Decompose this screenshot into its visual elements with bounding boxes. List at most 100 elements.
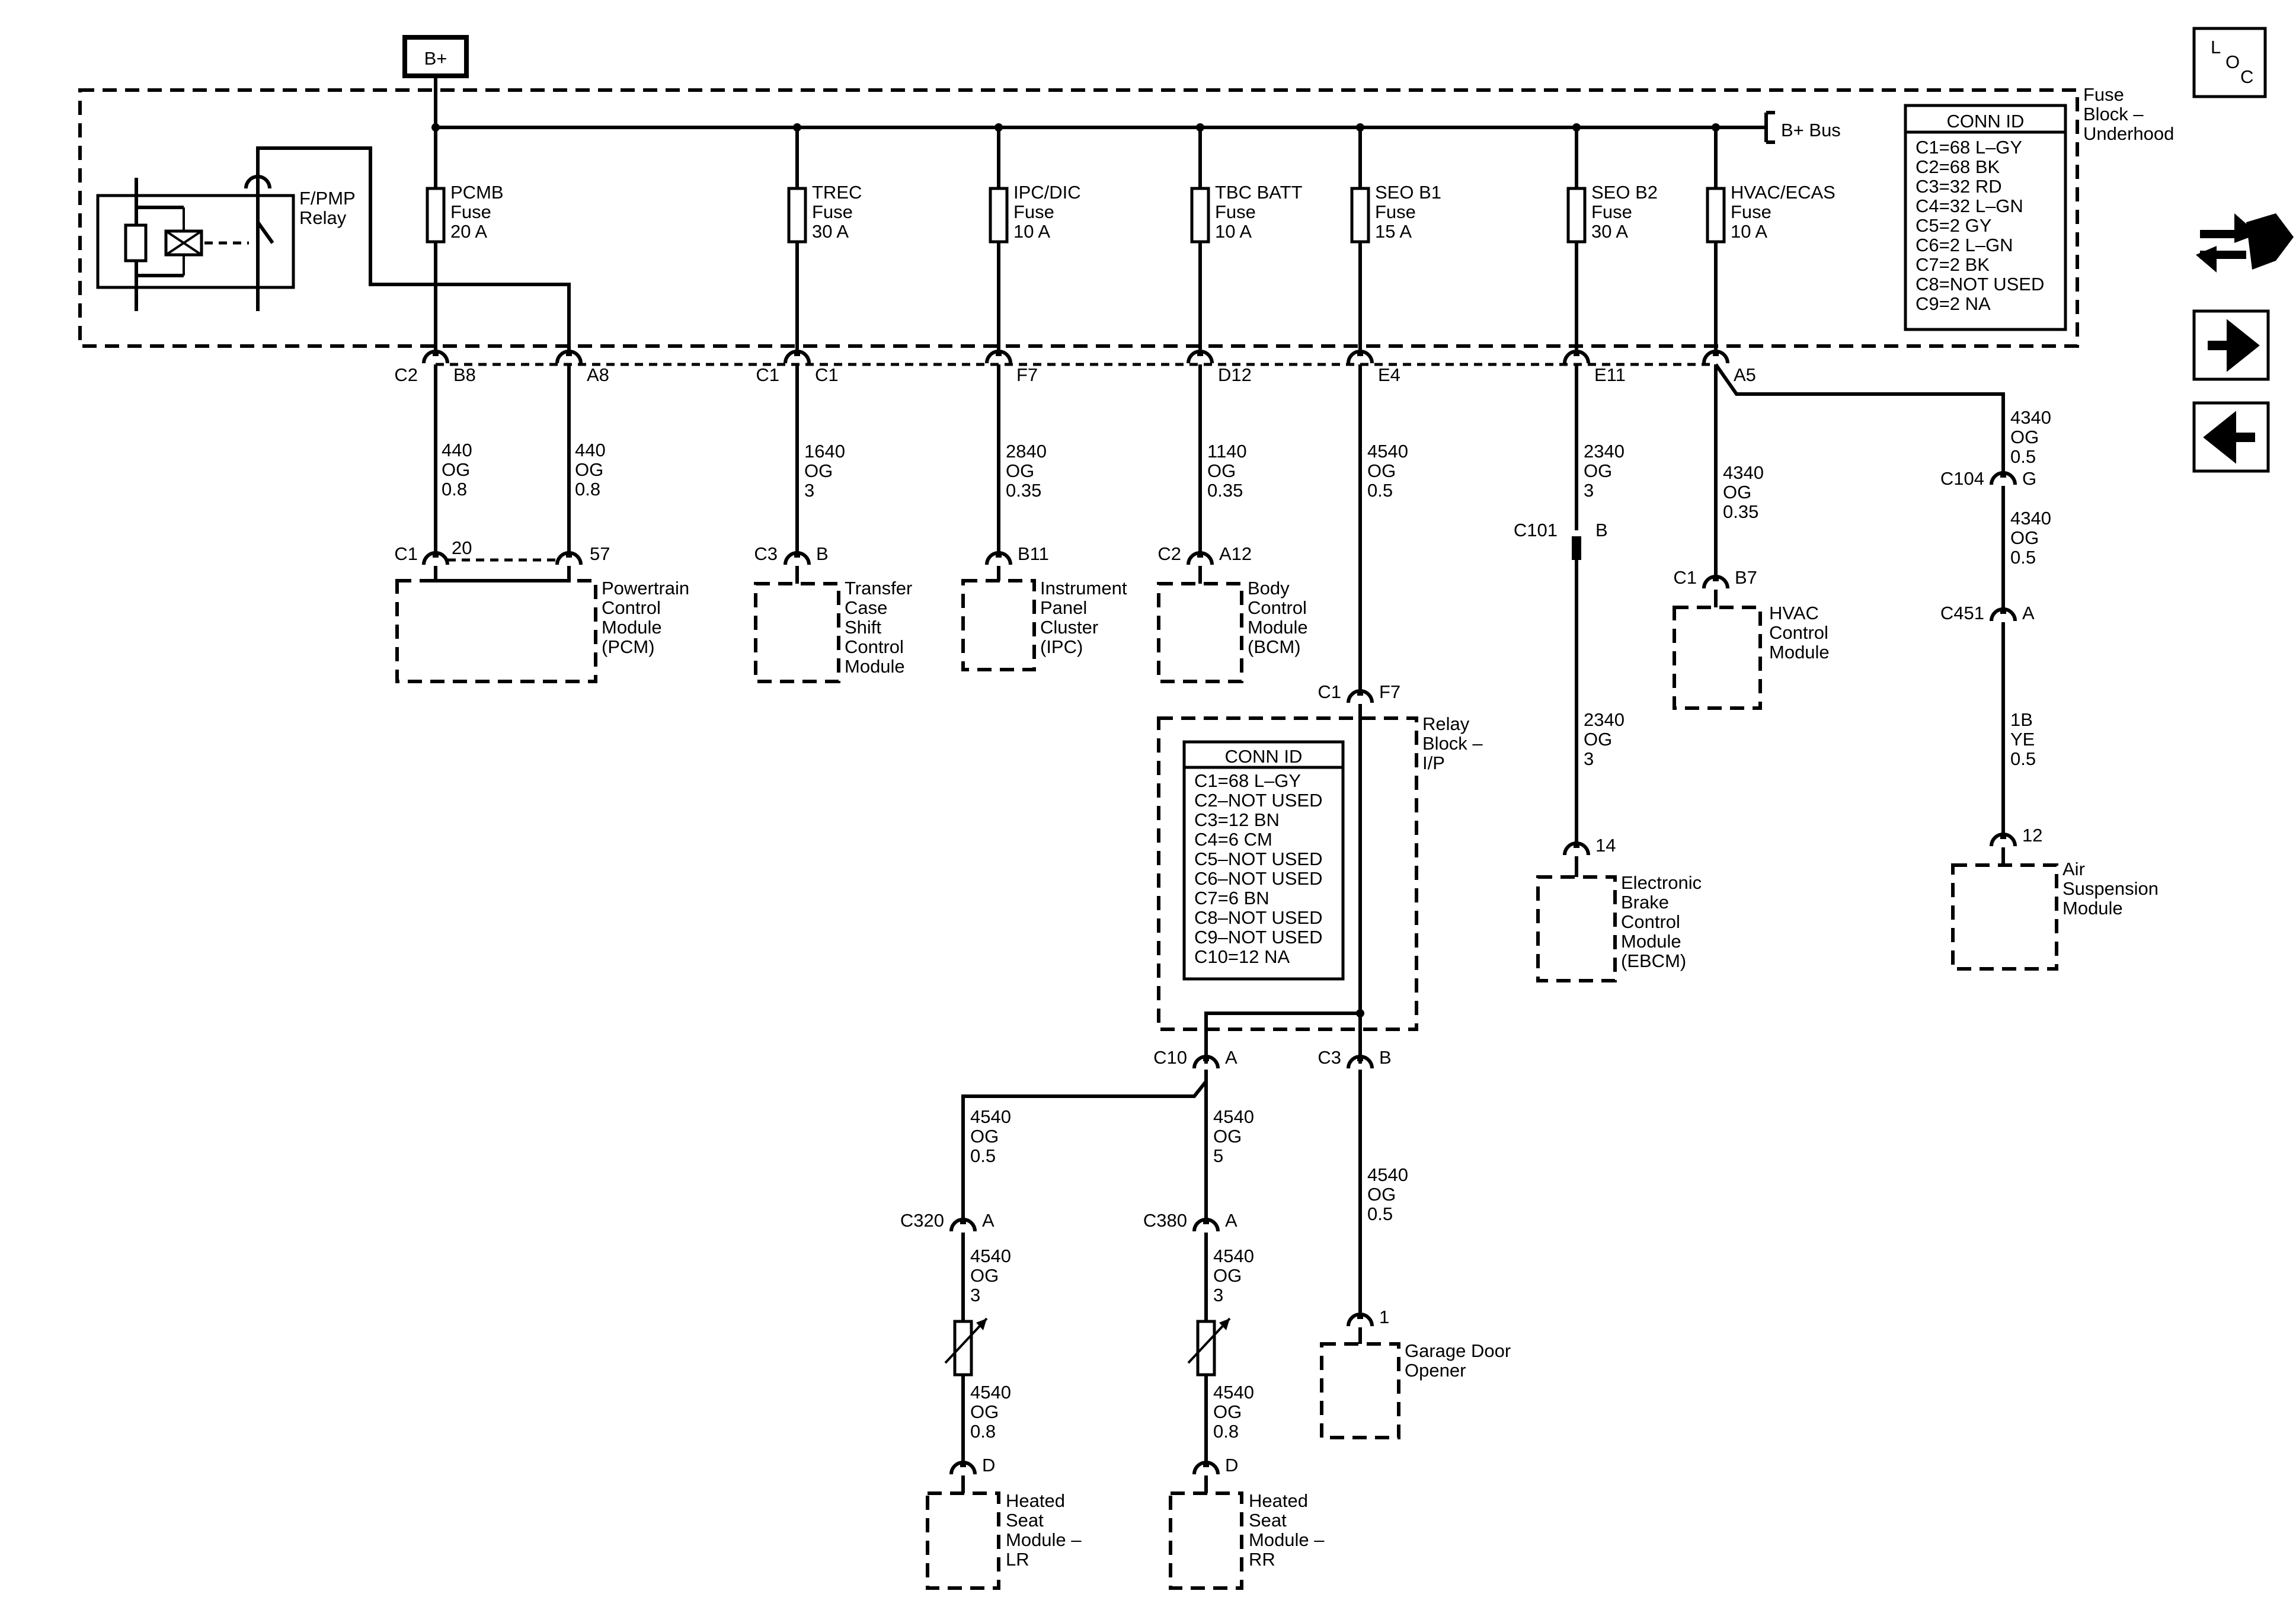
conn-id-row: C9=2 NA xyxy=(1916,293,1991,314)
wire-label: 3 xyxy=(1584,748,1594,769)
heater-arrow-head xyxy=(1219,1318,1230,1330)
conn-id-row: C6–NOT USED xyxy=(1194,868,1323,889)
module-label: Body xyxy=(1248,578,1290,598)
air-suspension-module xyxy=(1951,863,2058,971)
wire-label: 1140 xyxy=(1207,441,1247,462)
relay-to-pcm-wire xyxy=(256,146,571,356)
connector-label: C1 xyxy=(1673,567,1697,588)
connector-pin xyxy=(996,552,1002,558)
conn-id-title: CONN ID xyxy=(1225,746,1303,767)
module-label: Garage Door xyxy=(1405,1340,1511,1361)
fuse-label: Fuse xyxy=(1013,201,1054,222)
previous-arrow-icon[interactable] xyxy=(2203,411,2255,464)
fuse-symbol xyxy=(1566,187,1587,244)
hvac-module xyxy=(1673,606,1762,710)
heated-seat-lr-module xyxy=(926,1491,1000,1590)
connector-label: C451 xyxy=(1940,603,1984,623)
wire-label: 2840 xyxy=(1006,441,1047,462)
connector-label: A5 xyxy=(1734,364,1756,385)
wire-label: 0.8 xyxy=(442,479,467,500)
wire-label: OG xyxy=(2010,527,2039,548)
connector-pin xyxy=(1203,1461,1209,1467)
relay-coil-x xyxy=(165,230,203,256)
fuse-label: SEO B1 xyxy=(1375,182,1441,203)
conn-id-row: C2–NOT USED xyxy=(1194,790,1323,811)
inline-connector-c101 xyxy=(1572,536,1581,560)
fuse-symbol xyxy=(787,187,807,244)
connector-pin xyxy=(1574,842,1579,848)
module-label: Cluster xyxy=(1040,617,1098,638)
fuse-label: 30 A xyxy=(1591,221,1628,242)
connector-label: A12 xyxy=(1219,543,1252,564)
conn-id-row: C2=68 BK xyxy=(1916,156,2000,177)
wire-label: 0.5 xyxy=(2010,446,2036,467)
connector-label: A xyxy=(982,1210,994,1231)
fuse-label: PCMB xyxy=(450,182,504,203)
connector-pin xyxy=(1197,552,1203,558)
connector-label: B xyxy=(1595,520,1608,540)
wire-label: 440 xyxy=(442,440,472,460)
connector-pin xyxy=(794,552,800,558)
connector-label: C2 xyxy=(1157,543,1181,564)
wire-label: 0.5 xyxy=(2010,748,2036,769)
connector-label: 14 xyxy=(1595,835,1616,856)
module-label: Heated xyxy=(1249,1490,1308,1511)
fuse-label: IPC/DIC xyxy=(1013,182,1081,203)
fuse-label: 10 A xyxy=(1013,221,1050,242)
connector-label: C1 xyxy=(815,364,839,385)
module-label: (PCM) xyxy=(602,636,655,657)
connector-label: 20 xyxy=(452,537,472,558)
connector-label: C320 xyxy=(900,1210,944,1231)
connector-label: G xyxy=(2022,468,2036,489)
wire-label: 0.8 xyxy=(970,1421,996,1442)
connector-label: A xyxy=(1225,1210,1237,1231)
wire-label: 4540 xyxy=(1213,1106,1254,1127)
module-label: Module – xyxy=(1006,1529,1082,1550)
connector-pin xyxy=(1713,575,1719,581)
connector-pin xyxy=(433,350,439,356)
module-label: Control xyxy=(1248,597,1307,618)
connector-pin xyxy=(1357,1313,1363,1319)
module-label: Heated xyxy=(1006,1490,1065,1511)
wire-label: 4540 xyxy=(1367,1164,1408,1185)
wire-label: 4540 xyxy=(1213,1246,1254,1266)
wire-label: 3 xyxy=(970,1285,980,1305)
connector-label: C1 xyxy=(394,543,418,564)
fuse-label: Fuse xyxy=(1731,201,1771,222)
wire-label: 4340 xyxy=(2010,508,2051,529)
wire-label: 4540 xyxy=(970,1246,1011,1266)
fuse-block-title: Fuse xyxy=(2083,84,2124,105)
relay-block-title: Relay xyxy=(1422,713,1470,734)
module-label: Case xyxy=(845,597,887,618)
wire-label: 3 xyxy=(1584,480,1594,501)
ebcm-module xyxy=(1536,875,1617,982)
loc-letter: O xyxy=(2225,52,2240,72)
wire-label: 0.5 xyxy=(1367,1204,1393,1224)
wire-label: 0.35 xyxy=(1006,480,1041,501)
wire-label: OG xyxy=(970,1265,999,1286)
next-arrow-icon[interactable] xyxy=(2208,319,2260,372)
connector-label: C1 xyxy=(756,364,779,385)
conn-id-row: C3=12 BN xyxy=(1194,809,1280,830)
components-icon[interactable] xyxy=(2196,213,2294,273)
connector-label: C2 xyxy=(394,364,418,385)
connector-pin xyxy=(1357,350,1363,356)
connector-label: C101 xyxy=(1514,520,1558,540)
connector-label: C104 xyxy=(1940,468,1984,489)
conn-id-row: C7=2 BK xyxy=(1916,254,1990,275)
bus-label: B+ Bus xyxy=(1781,120,1841,140)
wire-label: 440 xyxy=(575,440,606,460)
fuse-label: TBC BATT xyxy=(1215,182,1303,203)
module-label: Shift xyxy=(845,617,881,638)
relay-block-outline xyxy=(1157,716,1418,1031)
connector-label: B xyxy=(1379,1047,1392,1068)
connector-pin xyxy=(2000,833,2006,839)
loc-button[interactable] xyxy=(2192,27,2267,98)
bplus-label: B+ xyxy=(424,48,447,69)
wire-label: 0.5 xyxy=(1367,480,1393,501)
connector-label: C1 xyxy=(1318,681,1341,702)
fuse-symbol xyxy=(1350,187,1370,244)
connector-label: A xyxy=(1225,1047,1237,1068)
module-label: Brake xyxy=(1621,892,1669,913)
